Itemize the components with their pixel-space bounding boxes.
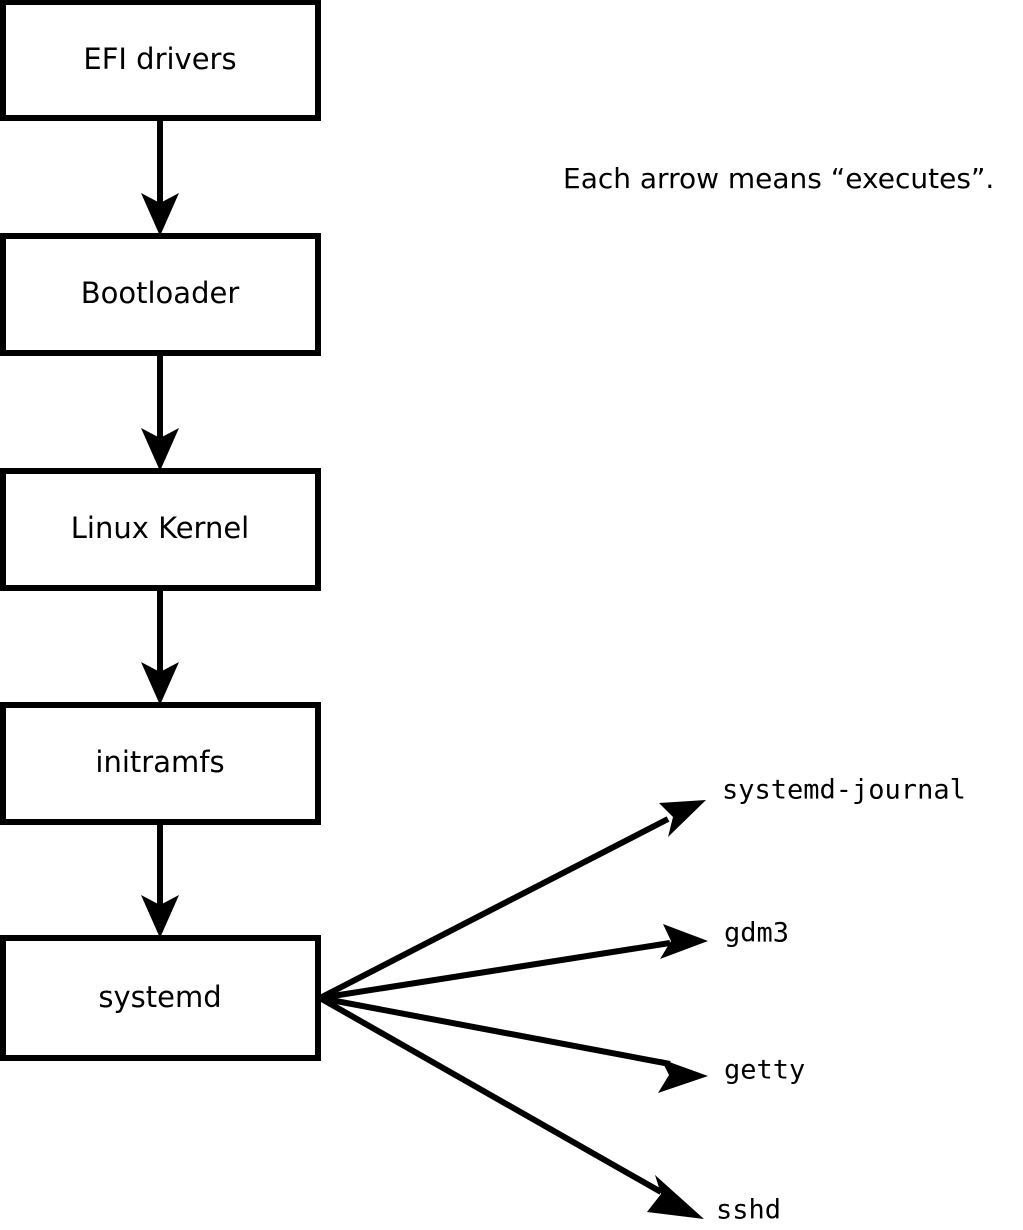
edge-line <box>318 816 670 1001</box>
arrow-head-icon <box>647 1175 704 1219</box>
edge-efi-drivers-to-bootloader <box>141 118 179 236</box>
service-label-gdm3[interactable]: gdm3 <box>724 918 789 949</box>
edge-initramfs-to-systemd <box>141 822 179 938</box>
chain-boxes: EFI drivers Bootloader Linux Kernel init… <box>0 0 321 1061</box>
node-box[interactable] <box>0 0 321 121</box>
node-box[interactable] <box>0 935 321 1061</box>
arrow-head-icon <box>141 428 179 471</box>
service-label-getty[interactable]: getty <box>724 1055 805 1086</box>
edge-systemd-to-getty <box>319 995 708 1093</box>
node-efi-drivers[interactable]: EFI drivers <box>0 0 321 121</box>
edge-systemd-to-systemd-journal <box>318 800 706 1001</box>
diagram-caption: Each arrow means “executes”. <box>563 162 994 195</box>
arrow-head-icon <box>141 895 179 938</box>
node-linux-kernel[interactable]: Linux Kernel <box>0 468 321 591</box>
edge-line <box>319 940 671 1001</box>
edge-bootloader-to-linux-kernel <box>141 353 179 471</box>
service-labels: systemd-journal gdm3 getty sshd <box>716 775 966 1226</box>
arrow-head-icon <box>141 662 179 705</box>
node-label: Linux Kernel <box>71 511 249 545</box>
node-bootloader[interactable]: Bootloader <box>0 233 321 356</box>
edge-line <box>319 995 671 1067</box>
arrow-head-icon <box>659 800 706 837</box>
arrow-head-icon <box>660 924 708 959</box>
edge-linux-kernel-to-initramfs <box>141 588 179 705</box>
arrow-head-icon <box>141 193 179 236</box>
node-label: Bootloader <box>81 276 240 310</box>
service-label-systemd-journal[interactable]: systemd-journal <box>722 775 966 806</box>
node-box[interactable] <box>0 233 321 356</box>
node-label: systemd <box>98 980 221 1014</box>
edge-line <box>318 995 663 1195</box>
node-label: EFI drivers <box>83 42 236 76</box>
node-systemd[interactable]: systemd <box>0 935 321 1061</box>
node-label: initramfs <box>95 745 224 779</box>
edge-systemd-to-gdm3 <box>319 924 708 1001</box>
node-box[interactable] <box>0 468 321 591</box>
service-label-sshd[interactable]: sshd <box>716 1195 781 1226</box>
edge-systemd-to-sshd <box>318 995 704 1219</box>
vertical-connectors <box>141 118 179 938</box>
systemd-fanout-edges <box>318 800 708 1219</box>
node-initramfs[interactable]: initramfs <box>0 702 321 825</box>
node-box[interactable] <box>0 702 321 825</box>
arrow-head-icon <box>658 1059 708 1093</box>
